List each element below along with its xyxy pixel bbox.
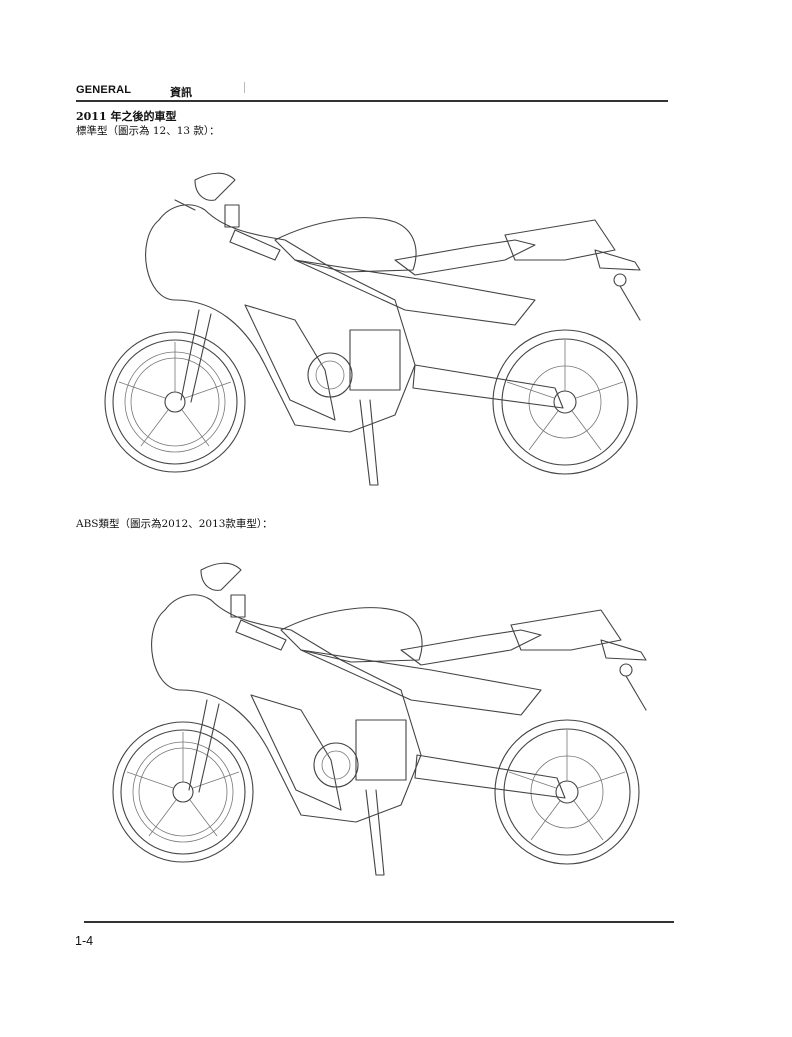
seat — [400, 629, 542, 666]
brake-reservoir — [230, 594, 246, 618]
front-fairing — [145, 204, 416, 433]
swingarm — [412, 364, 564, 409]
motorcycle-abs-illustration — [112, 562, 647, 876]
side-stand — [359, 399, 379, 486]
engine-cover — [307, 352, 353, 398]
rear-tire-inner — [503, 728, 631, 856]
front-tire-inner — [120, 729, 246, 855]
turn-signal — [613, 273, 627, 287]
front-tire-inner — [112, 339, 238, 465]
front-fork — [180, 309, 212, 403]
front-tire-outer — [104, 331, 246, 473]
mirror — [194, 172, 236, 201]
swingarm — [414, 754, 566, 799]
handlebar — [229, 229, 281, 261]
mirror — [200, 562, 242, 591]
engine-block — [349, 329, 401, 391]
fuel-tank — [280, 607, 423, 663]
frame — [294, 259, 536, 326]
tail-section — [504, 219, 616, 261]
engine-block — [355, 719, 407, 781]
rear-fender — [600, 639, 647, 661]
motorcycle-side-view-line-drawing — [104, 172, 641, 486]
rear-fender — [594, 249, 641, 271]
side-panel — [250, 694, 342, 811]
seat — [394, 239, 536, 276]
rear-tire-outer — [494, 719, 640, 865]
frame — [300, 649, 542, 716]
motorcycle-standard-illustration — [104, 172, 641, 486]
front-tire-outer — [112, 721, 254, 863]
section-name-english: GENERAL — [76, 84, 132, 96]
motorcycle-side-view-line-drawing — [112, 562, 647, 876]
handlebar — [235, 619, 287, 651]
figure-caption-abs: ABS類型（圖示為2012、2013款車型）： — [76, 518, 273, 530]
section-title: 2011 年之後的車型 — [76, 110, 177, 123]
side-panel — [244, 304, 336, 421]
rear-tire-outer — [492, 329, 638, 475]
figure-caption-standard: 標準型（圖示為 12、13 款）： — [76, 125, 220, 137]
footer-rule — [84, 921, 674, 923]
front-fork — [188, 699, 220, 793]
header-divider-mark — [244, 82, 245, 93]
page-number: 1-4 — [75, 934, 94, 948]
engine-cover — [313, 742, 359, 788]
rear-tire-inner — [501, 338, 629, 466]
brake-reservoir — [224, 204, 240, 228]
side-stand — [365, 789, 385, 876]
page-header: GENERAL 資訊 — [76, 82, 668, 104]
fuel-tank — [274, 217, 417, 273]
front-fairing — [151, 594, 422, 823]
tail-section — [510, 609, 622, 651]
section-name-chinese: 資訊 — [170, 86, 192, 99]
turn-signal — [619, 663, 633, 677]
header-rule — [76, 100, 668, 102]
